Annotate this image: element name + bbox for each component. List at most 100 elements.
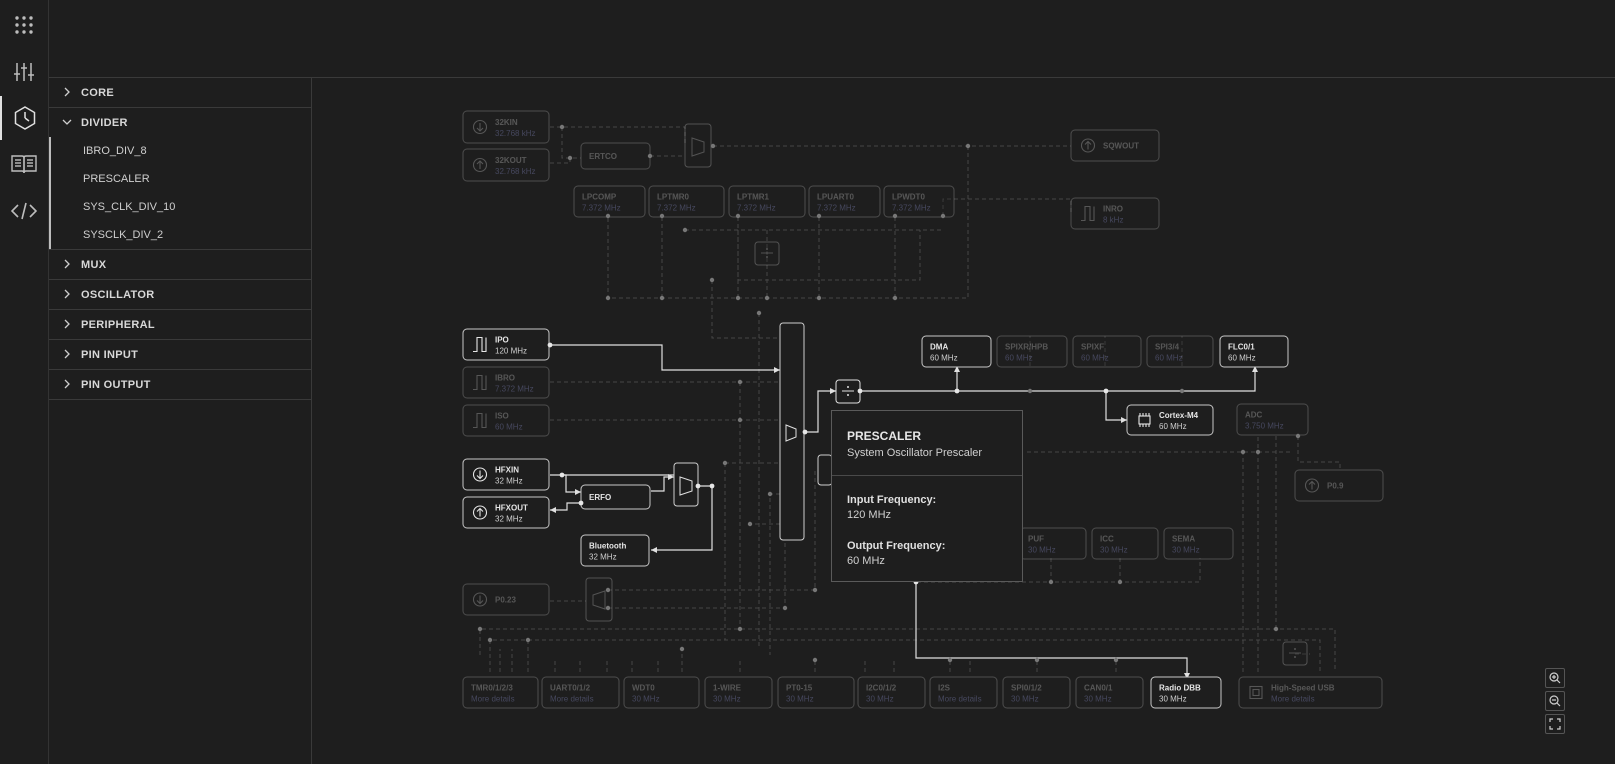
sidebar-item-sys-clk-div-10[interactable]: SYS_CLK_DIV_10 <box>49 193 311 221</box>
code-button[interactable] <box>0 189 48 233</box>
node-box <box>728 185 806 218</box>
category-oscillator[interactable]: OSCILLATOR <box>49 280 311 310</box>
sidebar-item-ibro-div-8[interactable]: IBRO_DIV_8 <box>49 137 311 165</box>
node-flc01[interactable]: FLC0/160 MHz <box>1219 335 1289 368</box>
wire-junction <box>756 310 762 316</box>
node-frequency: 30 MHz <box>1159 695 1187 704</box>
config-button[interactable] <box>0 50 48 94</box>
ibro-divider[interactable] <box>754 241 780 266</box>
node-box <box>462 496 550 529</box>
main-clock-mux[interactable] <box>779 322 805 541</box>
node-spi34[interactable]: SPI3/460 MHz <box>1146 335 1214 368</box>
docs-button[interactable] <box>0 142 48 186</box>
wire-junction <box>954 388 960 394</box>
node-title: 32KOUT <box>495 156 527 165</box>
node-box <box>1072 335 1142 368</box>
active-arrowheads <box>550 366 1258 679</box>
grid-menu-button[interactable] <box>0 3 48 47</box>
sidebar-item-prescaler[interactable]: PRESCALER <box>49 165 311 193</box>
hfx-mux[interactable] <box>673 462 699 507</box>
category-divider[interactable]: DIVIDER <box>49 108 311 137</box>
gpio-mux[interactable] <box>585 577 613 622</box>
node-p023[interactable]: P0.23 <box>462 583 550 616</box>
wire-junction <box>1240 449 1246 455</box>
category-label: MUX <box>81 258 107 271</box>
wire-junction <box>1103 388 1109 394</box>
node-box <box>1126 404 1214 436</box>
node-spi012[interactable]: SPI0/1/230 MHz <box>1002 676 1071 709</box>
wire-junction <box>1027 388 1033 394</box>
usb-divider[interactable] <box>1282 641 1308 666</box>
category-peripheral[interactable]: PERIPHERAL <box>49 310 311 340</box>
rtc-mux[interactable] <box>684 123 712 168</box>
node-frequency: 30 MHz <box>1011 695 1039 704</box>
sysclk-div-node[interactable] <box>817 454 833 486</box>
sidebar-item-sysclk-div-2[interactable]: SYSCLK_DIV_2 <box>49 221 311 249</box>
zoom-out-button[interactable] <box>1545 691 1565 711</box>
node-box <box>1146 335 1214 368</box>
node-frequency: 60 MHz <box>1005 354 1033 363</box>
zoom-in-button[interactable] <box>1545 668 1565 688</box>
wire-junction <box>605 605 611 611</box>
node-title: IBRO <box>495 374 515 383</box>
node-title: SPIXF <box>1081 343 1104 352</box>
node-can01[interactable]: CAN0/130 MHz <box>1075 676 1144 709</box>
category-mux[interactable]: MUX <box>49 250 311 280</box>
fit-view-button[interactable] <box>1545 714 1565 734</box>
osc-icon <box>473 374 487 391</box>
category-pin-input[interactable]: PIN INPUT <box>49 340 311 370</box>
chip-icon <box>1138 413 1151 427</box>
node-frequency: More details <box>471 695 515 704</box>
node-ertco[interactable]: ERTCO <box>580 142 651 170</box>
node-box <box>1236 403 1309 436</box>
node-box <box>704 676 773 709</box>
node-title: LPCOMP <box>582 193 617 202</box>
node-sqwout[interactable]: SQWOUT <box>1070 129 1160 162</box>
inactive-clock-wires <box>479 126 1341 672</box>
prescaler-divider[interactable] <box>835 379 861 404</box>
node-erfo[interactable]: ERFO <box>580 484 651 510</box>
clock-config-button[interactable] <box>0 96 48 140</box>
node-title: LPTMR0 <box>657 193 690 202</box>
wire-junction <box>477 626 483 632</box>
node-p09[interactable]: P0.9 <box>1294 469 1384 502</box>
category-label: PERIPHERAL <box>81 318 155 331</box>
node-title: INRO <box>1103 205 1123 214</box>
node-box <box>462 366 550 399</box>
node-i2c[interactable]: I2C0/1/230 MHz <box>857 676 926 709</box>
category-core[interactable]: CORE <box>49 78 311 108</box>
category-pin-output[interactable]: PIN OUTPUT <box>49 370 311 400</box>
book-icon <box>11 155 37 174</box>
